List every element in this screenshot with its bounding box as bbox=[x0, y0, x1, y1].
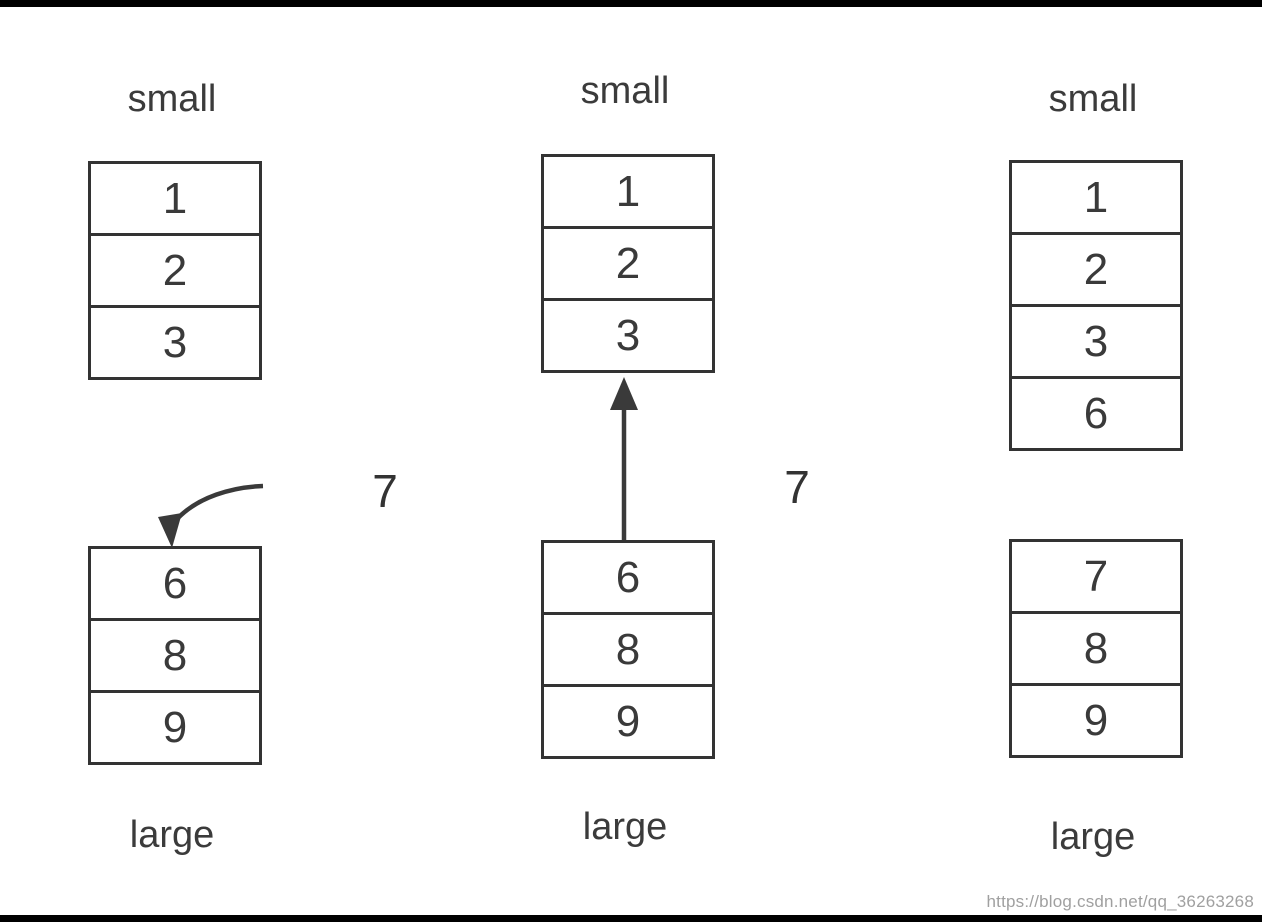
move-to-small-arrow bbox=[610, 377, 638, 540]
stack-cell: 6 bbox=[544, 543, 712, 612]
stack-cell: 8 bbox=[544, 612, 712, 684]
stack-cell: 3 bbox=[544, 298, 712, 370]
small-heap-label: small bbox=[580, 70, 670, 112]
large-stack: 6 8 9 bbox=[541, 540, 715, 759]
small-stack: 1 2 3 bbox=[541, 154, 715, 373]
top-edge-bar bbox=[0, 0, 1262, 7]
stack-cell: 8 bbox=[91, 618, 259, 690]
stack-cell: 7 bbox=[1012, 542, 1180, 611]
stack-cell: 8 bbox=[1012, 611, 1180, 683]
small-heap-label: small bbox=[1048, 78, 1138, 120]
large-heap-label: large bbox=[1050, 816, 1136, 858]
insert-value: 7 bbox=[784, 461, 810, 513]
large-heap-label: large bbox=[129, 814, 215, 856]
stack-cell: 1 bbox=[544, 157, 712, 226]
insert-into-large-arrow bbox=[158, 483, 264, 548]
stack-cell: 9 bbox=[91, 690, 259, 762]
stack-cell: 1 bbox=[1012, 163, 1180, 232]
stack-cell: 3 bbox=[1012, 304, 1180, 376]
insert-value: 7 bbox=[372, 465, 398, 517]
stack-cell: 2 bbox=[1012, 232, 1180, 304]
stack-cell: 2 bbox=[544, 226, 712, 298]
stack-cell: 6 bbox=[1012, 376, 1180, 448]
watermark-url: https://blog.csdn.net/qq_36263268 bbox=[986, 892, 1254, 911]
stack-cell: 3 bbox=[91, 305, 259, 377]
large-stack: 7 8 9 bbox=[1009, 539, 1183, 758]
large-stack: 6 8 9 bbox=[88, 546, 262, 765]
small-stack: 1 2 3 6 bbox=[1009, 160, 1183, 451]
bottom-edge-bar bbox=[0, 915, 1262, 922]
stack-cell: 2 bbox=[91, 233, 259, 305]
small-stack: 1 2 3 bbox=[88, 161, 262, 380]
large-heap-label: large bbox=[582, 806, 668, 848]
small-heap-label: small bbox=[127, 78, 217, 120]
stack-cell: 1 bbox=[91, 164, 259, 233]
stack-cell: 9 bbox=[1012, 683, 1180, 755]
stack-cell: 6 bbox=[91, 549, 259, 618]
stack-cell: 9 bbox=[544, 684, 712, 756]
